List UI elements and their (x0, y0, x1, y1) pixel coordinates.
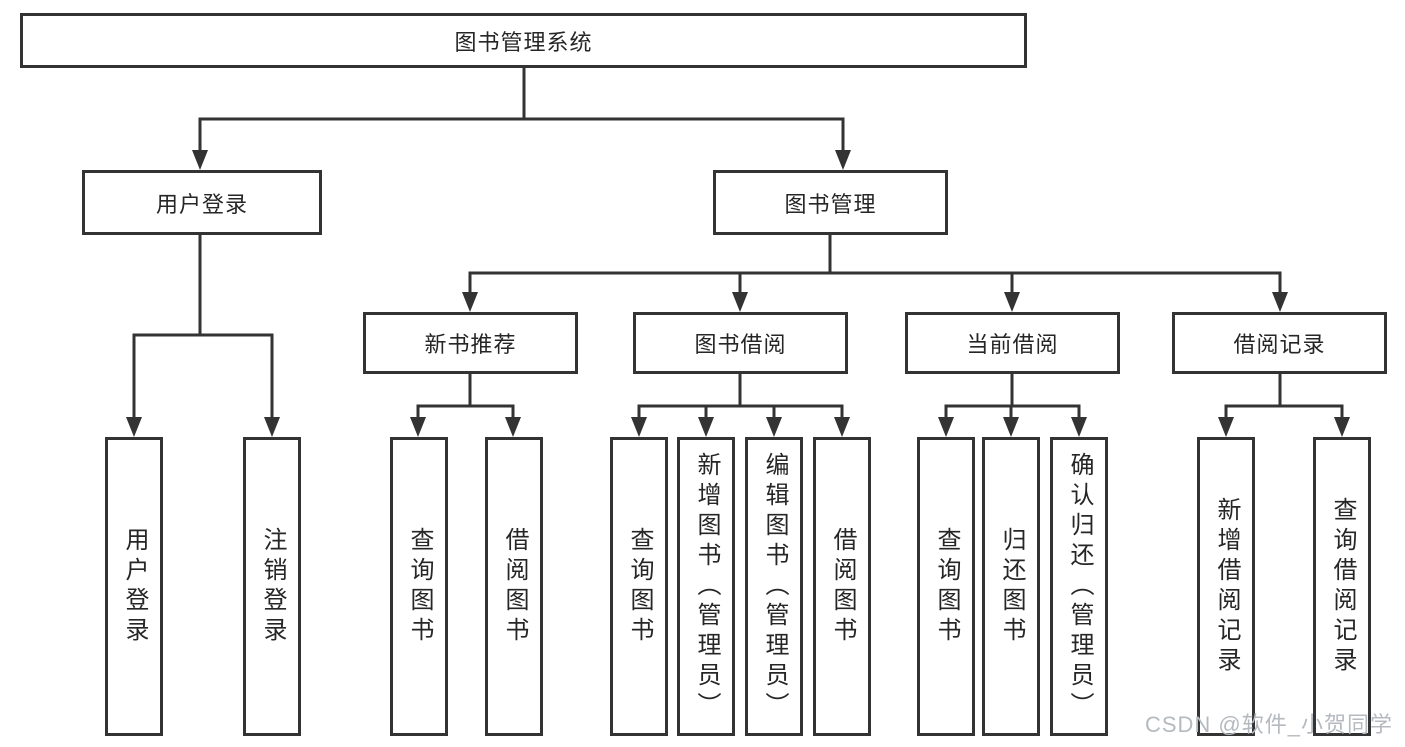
node-label: 查询借阅记录 (1329, 496, 1356, 677)
node-label: 查询图书 (933, 526, 960, 647)
node-user-login: 用户登录 (105, 437, 163, 736)
node-label: 图书借阅 (694, 332, 787, 357)
node-borrowing-records: 借阅记录 (1172, 312, 1387, 374)
node-label: 用户登录 (155, 191, 248, 217)
csdn-watermark: CSDN @软件_小贺同学 (1144, 712, 1393, 737)
node-current-borrowing: 当前借阅 (905, 312, 1120, 374)
node-logout: 注销登录 (243, 437, 301, 736)
node-library-management-system: 图书管理系统 (20, 13, 1027, 68)
node-return-book: 归还图书 (982, 437, 1040, 736)
node-label: 注销登录 (259, 526, 286, 647)
node-add-book-admin: 新增图书（管理员） (677, 437, 735, 736)
node-borrow-book-borrowing: 借阅图书 (813, 437, 871, 736)
node-edit-book-admin: 编辑图书（管理员） (745, 437, 803, 736)
node-add-borrow-record: 新增借阅记录 (1197, 437, 1255, 736)
node-query-borrow-record: 查询借阅记录 (1313, 437, 1371, 736)
node-label: 编辑图书（管理员） (761, 451, 788, 722)
node-label: 查询图书 (626, 526, 653, 647)
node-label: 用户登录 (121, 526, 148, 647)
node-confirm-return-admin: 确认归还（管理员） (1050, 437, 1108, 736)
node-label: 图书管理 (784, 191, 877, 217)
node-label: 查询图书 (406, 526, 433, 647)
node-label: 借阅图书 (829, 526, 856, 647)
node-query-book-newbook: 查询图书 (390, 437, 448, 736)
node-label: 确认归还（管理员） (1066, 451, 1093, 722)
node-borrow-book-newbook: 借阅图书 (485, 437, 543, 736)
node-label: 归还图书 (998, 526, 1025, 647)
node-book-borrowing: 图书借阅 (633, 312, 848, 374)
node-label: 新书推荐 (424, 332, 517, 357)
node-label: 新增借阅记录 (1213, 496, 1240, 677)
node-book-management-module: 图书管理 (713, 170, 948, 235)
node-label: 新增图书（管理员） (693, 451, 720, 722)
node-user-login-module: 用户登录 (82, 170, 322, 235)
node-query-book-borrowing: 查询图书 (610, 437, 668, 736)
node-label: 借阅记录 (1233, 332, 1326, 357)
node-label: 图书管理系统 (454, 29, 593, 55)
node-new-book-recommendation: 新书推荐 (363, 312, 578, 374)
node-label: 当前借阅 (966, 332, 1059, 357)
node-label: 借阅图书 (501, 526, 528, 647)
node-query-book-current: 查询图书 (917, 437, 975, 736)
